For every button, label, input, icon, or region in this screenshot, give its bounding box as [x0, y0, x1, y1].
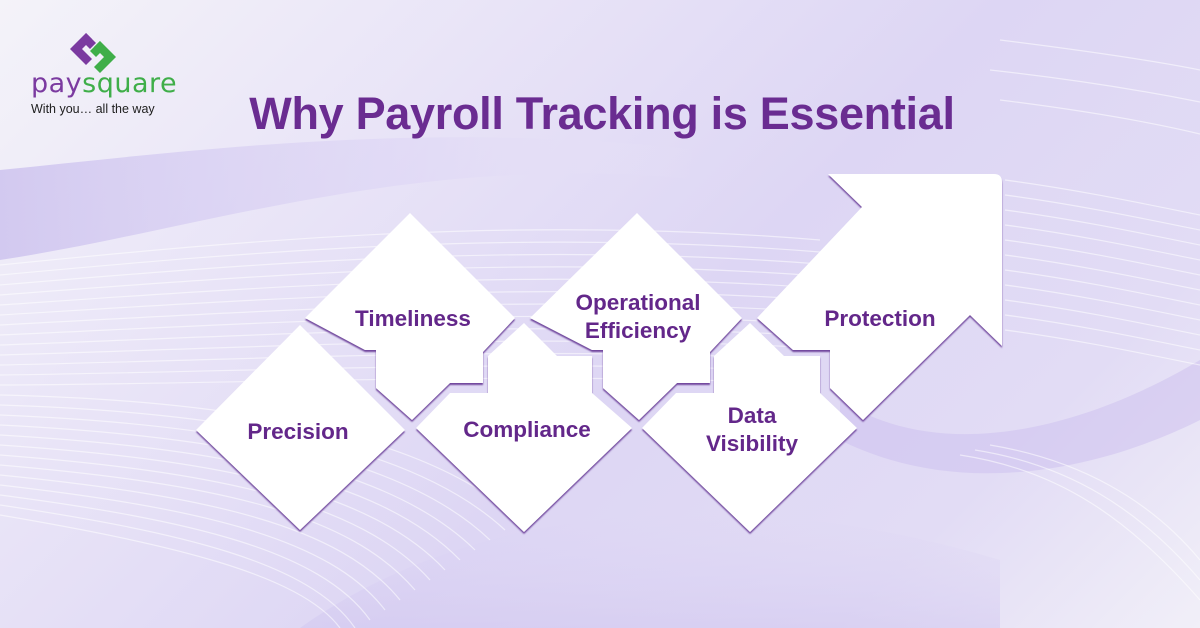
logo-word-square: square	[82, 68, 178, 99]
tile-timeliness[interactable]	[305, 213, 515, 420]
tile-precision[interactable]	[196, 325, 405, 530]
logo-word-pay: pay	[31, 68, 83, 99]
logo-mark-icon	[70, 33, 116, 73]
step-label-operational-line1: Operational	[575, 290, 701, 315]
step-label-data-line1: Data	[727, 403, 777, 428]
page-title: Why Payroll Tracking is Essential	[249, 88, 955, 139]
tile-compliance[interactable]	[416, 323, 632, 532]
step-label-protection: Protection	[824, 306, 936, 331]
tile-data-visibility[interactable]	[642, 323, 857, 532]
logo-tagline: With you… all the way	[31, 102, 155, 116]
step-label-operational-efficiency: Operational Efficiency	[575, 289, 700, 345]
logo-wordmark: paysquare	[31, 68, 177, 99]
tile-operational-efficiency[interactable]	[530, 213, 742, 420]
step-label-data-visibility: Data Visibility	[706, 402, 798, 458]
step-label-timeliness: Timeliness	[355, 306, 471, 331]
step-label-compliance: Compliance	[463, 417, 591, 442]
step-label-operational-line2: Efficiency	[584, 318, 692, 343]
tile-protection-arrow[interactable]	[757, 174, 1002, 420]
step-label-data-line2: Visibility	[705, 431, 799, 456]
step-label-precision: Precision	[247, 419, 349, 444]
